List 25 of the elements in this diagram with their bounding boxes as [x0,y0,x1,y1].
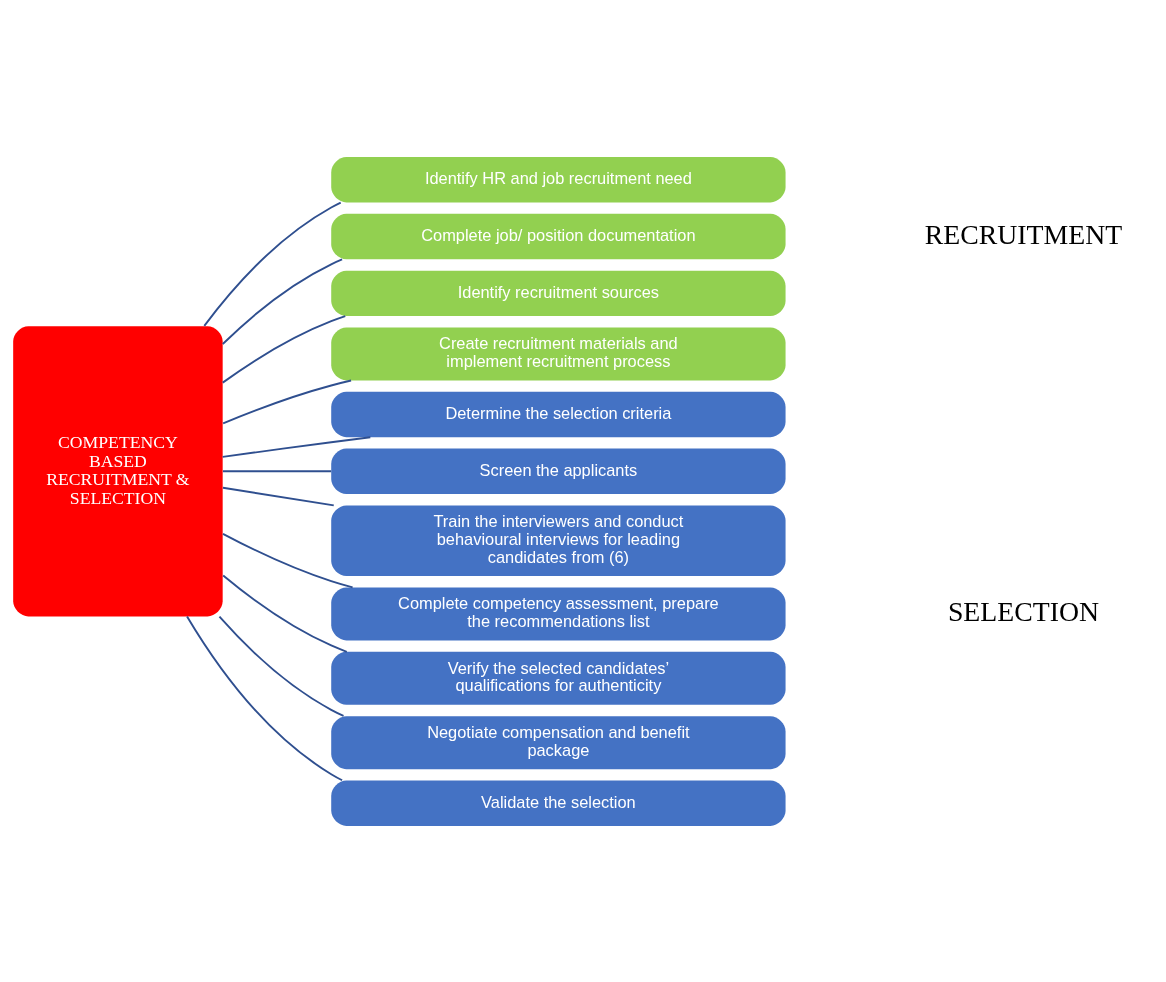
connector [218,615,345,717]
connector [222,469,333,472]
connector [222,574,348,653]
label: RECRUITMENT [924,218,1123,250]
connector [221,258,344,345]
node-box: Identify HR and job recruitment need [331,156,786,202]
connector [221,314,347,384]
label: SELECTION [947,595,1100,627]
node-box: Negotiate compensation and benefit package [331,715,786,769]
node-box: Screen the applicants [331,448,786,494]
connector [186,615,344,781]
connector [222,486,335,506]
node-box: Determine the selection criteria [331,391,786,437]
node-box: Identify recruitment sources [331,270,786,316]
node-box: Verify the selected candidates’ qualifications for authenticity [331,651,786,705]
node-box: Validate the selection [331,780,786,826]
node-box: COMPETENCY BASED RECRUITMENT & SELECTION [13,325,223,616]
node-box: Complete competency assessment, prepare the recommendations list [331,586,786,640]
node-box: Create recruitment materials and implement recruitment process [331,326,786,380]
node-box: Complete job/ position documentation [331,213,786,259]
connector [221,435,372,458]
connector [203,201,342,327]
node-box: Train the interviewers and conduct behavioural interviews for leading candidates from (6) [331,504,786,576]
connector [222,532,354,588]
connector [222,379,353,424]
